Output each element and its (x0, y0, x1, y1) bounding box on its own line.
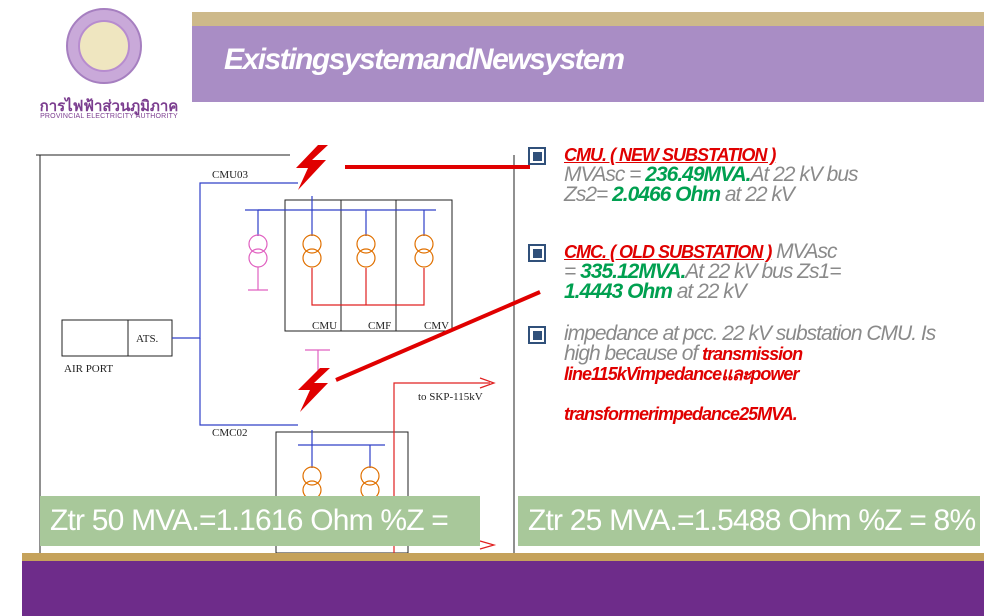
formula-ztr-25mva: Ztr 25 MVA.=1.5488 Ohm %Z = 8% (518, 496, 980, 546)
bullet-list: CMU. ( NEW SUBSTATION ) MVAsc = 236.49MV… (528, 145, 968, 424)
label-skp: to SKP-115kV (418, 391, 483, 403)
label-cmf: CMF (368, 320, 391, 332)
formula-ztr-50mva: Ztr 50 MVA.=1.1616 Ohm %Z = 12% (40, 496, 480, 587)
label-cmc02: CMC02 (212, 427, 247, 439)
bullet-old-substation: CMC. ( OLD SUBSTATION ) MVAsc = 335.12MV… (528, 241, 968, 324)
footer-bar (22, 561, 984, 616)
checkbox-icon (528, 147, 546, 165)
label-cmv: CMV (424, 320, 449, 332)
checkbox-icon (528, 244, 546, 262)
label-cmu03: CMU03 (212, 169, 249, 181)
logo-thai-text: การไฟฟ้าส่วนภูมิภาค (39, 98, 179, 115)
pea-emblem-icon (66, 8, 142, 84)
title-bar: ExistingsystemandNewsystem (192, 26, 984, 102)
label-ats: ATS. (136, 333, 159, 345)
logo-english-text: PROVINCIAL ELECTRICITY AUTHORITY (40, 113, 178, 120)
title-accent-bar (192, 12, 984, 26)
footer-accent-bar (22, 553, 984, 561)
bullet-impedance-note: impedance at pcc. 22 kV substation CMU. … (528, 323, 968, 424)
label-cmu: CMU (312, 320, 337, 332)
pea-logo: การไฟฟ้าส่วนภูมิภาค PROVINCIAL ELECTRICI… (20, 6, 190, 126)
label-airport: AIR PORT (64, 363, 113, 375)
bullet-new-substation: CMU. ( NEW SUBSTATION ) MVAsc = 236.49MV… (528, 145, 968, 227)
checkbox-icon (528, 326, 546, 344)
slide-title: ExistingsystemandNewsystem (224, 43, 625, 76)
